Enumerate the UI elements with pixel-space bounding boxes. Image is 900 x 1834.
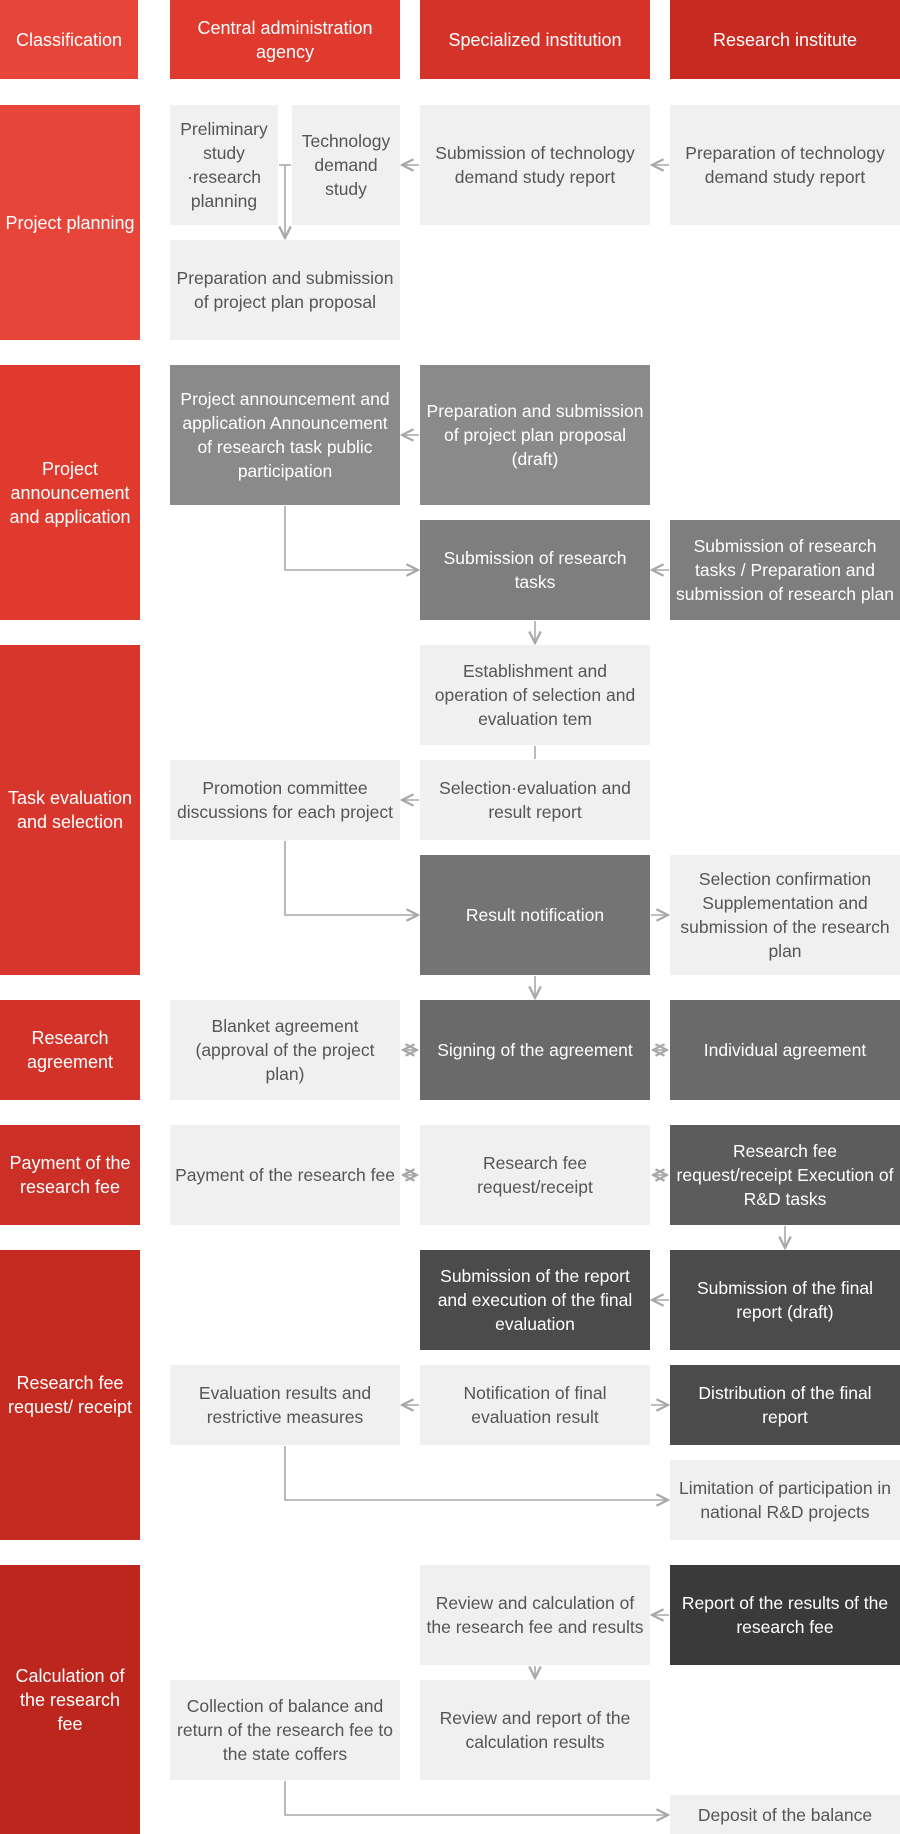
arrow-results-to-limitation [284, 1446, 668, 1500]
box-submission-research-plan: Submission of research tasks / Preparati… [670, 520, 900, 620]
box-review-calculation-fee: Review and calculation of the research f… [420, 1565, 650, 1665]
box-report-results-fee: Report of the results of the research fe… [670, 1565, 900, 1665]
box-promotion-committee: Promotion committee discussions for each… [170, 760, 400, 840]
box-prep-plan-proposal-draft: Preparation and submission of project pl… [420, 365, 650, 505]
arrow-collection-to-deposit [284, 1781, 668, 1815]
box-evaluation-results-measures: Evaluation results and restrictive measu… [170, 1365, 400, 1445]
box-submission-research-tasks: Submission of research tasks [420, 520, 650, 620]
box-signing-agreement: Signing of the agreement [420, 1000, 650, 1100]
box-preliminary-study: Preliminary study ·research planning [170, 105, 278, 225]
box-distribution-final-report: Distribution of the final report [670, 1365, 900, 1445]
box-technology-demand-study: Technology demand study [292, 105, 400, 225]
arrow-announcement-to-tasks [284, 506, 418, 570]
box-establishment-evaluation-team: Establishment and operation of selection… [420, 645, 650, 745]
box-selection-confirmation: Selection confirmation Supplementation a… [670, 855, 900, 975]
stage-task-evaluation: Task evaluation and selection [0, 645, 140, 975]
stage-calculation-research-fee: Calculation of the research fee [0, 1565, 140, 1834]
box-deposit-balance: Deposit of the balance [670, 1795, 900, 1834]
box-submission-final-report-draft: Submission of the final report (draft) [670, 1250, 900, 1350]
box-result-notification: Result notification [420, 855, 650, 975]
box-collection-balance: Collection of balance and return of the … [170, 1680, 400, 1780]
stage-project-announcement: Project announcement and application [0, 365, 140, 620]
header-classification: Classification [0, 0, 138, 79]
stage-payment-research-fee: Payment of the research fee [0, 1125, 140, 1225]
box-blanket-agreement: Blanket agreement (approval of the proje… [170, 1000, 400, 1100]
box-project-announcement: Project announcement and application Ann… [170, 365, 400, 505]
box-submission-tech-demand-report: Submission of technology demand study re… [420, 105, 650, 225]
header-central-admin-agency: Central administration agency [170, 0, 400, 79]
header-research-institute: Research institute [670, 0, 900, 79]
box-preparation-tech-demand-report: Preparation of technology demand study r… [670, 105, 900, 225]
stage-project-planning: Project planning [0, 105, 140, 340]
box-limitation-participation: Limitation of participation in national … [670, 1460, 900, 1540]
box-payment-research-fee: Payment of the research fee [170, 1125, 400, 1225]
box-notification-final-evaluation: Notification of final evaluation result [420, 1365, 650, 1445]
box-submission-report-final-evaluation: Submission of the report and execution o… [420, 1250, 650, 1350]
box-individual-agreement: Individual agreement [670, 1000, 900, 1100]
box-review-report-calculation: Review and report of the calculation res… [420, 1680, 650, 1780]
box-fee-request-execution: Research fee request/receipt Execution o… [670, 1125, 900, 1225]
box-selection-evaluation-report: Selection·evaluation and result report [420, 760, 650, 840]
box-research-fee-request-receipt: Research fee request/receipt [420, 1125, 650, 1225]
box-prep-submission-plan-proposal: Preparation and submission of project pl… [170, 240, 400, 340]
stage-research-fee-request: Research fee request/ receipt [0, 1250, 140, 1540]
arrow-committee-to-notification [284, 841, 418, 915]
header-specialized-institution: Specialized institution [420, 0, 650, 79]
stage-research-agreement: Research agreement [0, 1000, 140, 1100]
